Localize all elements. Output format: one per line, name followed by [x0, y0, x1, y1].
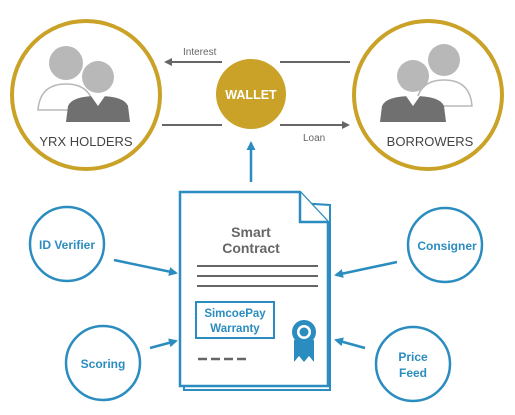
interest-edge: Interest — [164, 47, 350, 66]
price-feed-line1: Price — [398, 350, 428, 364]
consigner-label: Consigner — [417, 239, 477, 253]
simcoepay-warranty-box: SimcoePay Warranty — [195, 301, 275, 339]
price-feed-node: Price Feed — [374, 325, 452, 403]
contract-title-line1: Smart — [231, 224, 271, 240]
id-verifier-arrow — [113, 258, 178, 276]
smart-contract-document: Smart Contract SimcoePay Warranty — [178, 190, 331, 391]
loan-label: Loan — [303, 133, 325, 144]
borrowers-label: BORROWERS — [387, 134, 474, 149]
scoring-arrow — [149, 338, 178, 350]
consigner-arrow — [334, 260, 398, 278]
wallet-label: WALLET — [225, 88, 277, 102]
scoring-node: Scoring — [64, 324, 142, 402]
seal-icon — [292, 320, 316, 362]
warranty-line1: SimcoePay — [204, 308, 266, 320]
interest-label: Interest — [183, 47, 217, 58]
loan-edge: Loan — [162, 121, 350, 144]
id-verifier-label: ID Verifier — [39, 238, 95, 252]
price-feed-line2: Feed — [399, 366, 427, 380]
warranty-line2: Warranty — [210, 323, 260, 335]
yrx-holders-node: YRX HOLDERS — [10, 19, 162, 171]
people-icon — [37, 46, 130, 122]
contract-title-line2: Contract — [222, 240, 280, 256]
borrowers-node: BORROWERS — [352, 19, 504, 171]
wallet-node: WALLET — [216, 59, 286, 129]
yrx-holders-label: YRX HOLDERS — [39, 134, 133, 149]
price-feed-arrow — [334, 337, 366, 350]
scoring-label: Scoring — [81, 357, 126, 371]
people-icon — [380, 44, 473, 122]
id-verifier-node: ID Verifier — [28, 205, 106, 283]
consigner-node: Consigner — [406, 206, 484, 284]
